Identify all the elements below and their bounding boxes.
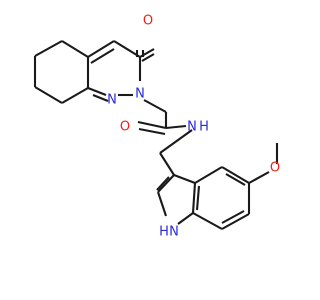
bond (157, 191, 167, 217)
bond (90, 48, 115, 64)
bond (221, 213, 250, 230)
bond (139, 48, 155, 58)
bond (191, 182, 197, 214)
atom-labels: O N N O N H O H N (107, 14, 280, 240)
bond (165, 124, 187, 130)
atom-label-oxygen: O (143, 14, 153, 29)
bond (192, 212, 223, 230)
bond (138, 127, 166, 136)
bond (34, 40, 63, 57)
bond (157, 174, 175, 193)
bond (225, 173, 246, 186)
atom-label-hydrogen: H (199, 120, 209, 135)
atom-label-nitrogen: N (135, 87, 145, 102)
bond (194, 166, 223, 184)
bond (156, 176, 170, 191)
bond (61, 40, 89, 58)
structure-canvas: O N N O N H O H N (33, 13, 281, 240)
atom-label-nitrogen: N (187, 120, 197, 135)
atom-label-oxygen: O (270, 161, 280, 176)
bond (221, 166, 250, 184)
bond (159, 152, 175, 176)
bond (221, 210, 245, 224)
bond (248, 171, 270, 184)
atom-label-nitrogen: N (107, 93, 117, 108)
bond (143, 99, 167, 113)
bond (92, 94, 109, 102)
bond (87, 40, 115, 58)
atom-label-hydrogen: H (159, 225, 169, 240)
bond (34, 86, 63, 104)
bond (141, 53, 155, 62)
bond (159, 129, 193, 154)
atom-label-nitrogen: N (169, 225, 179, 240)
bond (87, 87, 107, 96)
bond (137, 120, 167, 130)
bond (61, 87, 89, 104)
atom-label-oxygen: O (120, 120, 130, 135)
bond (173, 174, 196, 184)
bond (113, 40, 141, 58)
bond (195, 185, 201, 211)
bonds (33, 40, 279, 230)
molecule-diagram: O N N O N H O H N (33, 14, 280, 240)
bond (177, 212, 194, 225)
